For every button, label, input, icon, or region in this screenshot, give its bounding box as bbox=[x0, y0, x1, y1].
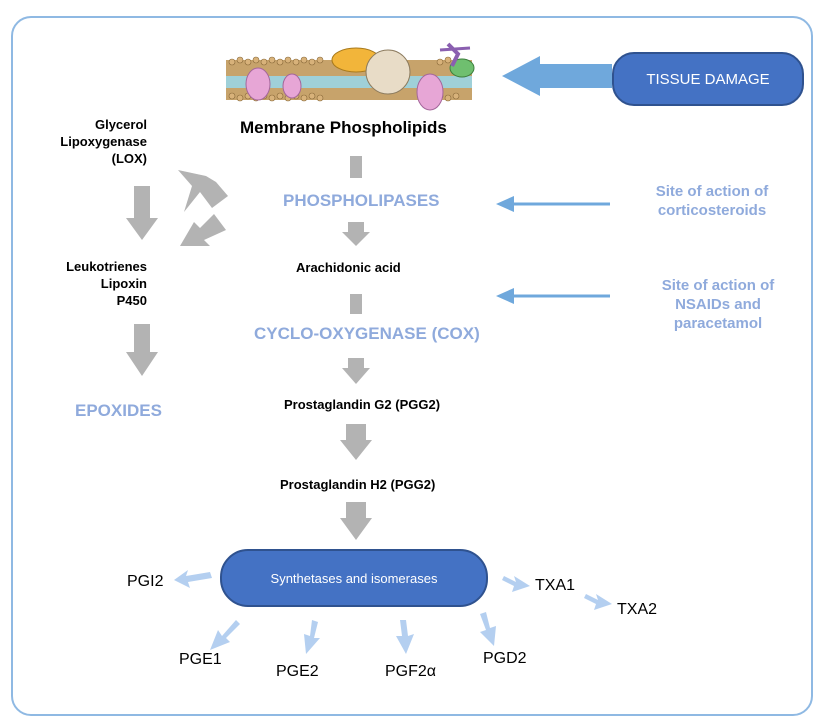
pgg2-label: Prostaglandin G2 (PGG2) bbox=[284, 397, 441, 412]
product-pgf2a: PGF2α bbox=[385, 663, 437, 680]
drug-site-arrows bbox=[496, 196, 610, 304]
tissue-damage-box: TISSUE DAMAGE bbox=[612, 52, 804, 106]
product-pge2: PGE2 bbox=[276, 663, 319, 680]
tissue-damage-label: TISSUE DAMAGE bbox=[646, 70, 770, 88]
tissue-damage-arrow bbox=[502, 56, 612, 96]
membrane-label: Membrane Phospholipids bbox=[240, 118, 447, 137]
pgh2-label: Prostaglandin H2 (PGG2) bbox=[280, 477, 436, 492]
synthetases-label: Synthetases and isomerases bbox=[270, 570, 438, 586]
product-txa1: TXA1 bbox=[535, 577, 576, 594]
synthetases-box: Synthetases and isomerases bbox=[220, 549, 488, 607]
product-txa2: TXA2 bbox=[617, 601, 658, 618]
epoxides-label: EPOXIDES bbox=[75, 401, 162, 420]
center-gray-arrows bbox=[340, 156, 372, 540]
nsaids-site-label: Site of action of NSAIDs and paracetamol bbox=[661, 277, 775, 332]
membrane-illustration bbox=[226, 42, 475, 111]
lox-products-label: Leukotrienes Lipoxin P450 bbox=[66, 259, 147, 308]
cox-label: CYCLO-OXYGENASE (COX) bbox=[254, 324, 480, 343]
diagram-frame bbox=[11, 16, 813, 716]
lox-enzyme-label: Glycerol Lipoxygenase (LOX) bbox=[60, 117, 147, 166]
product-pgi2: PGI2 bbox=[127, 573, 164, 590]
product-arrows bbox=[174, 570, 612, 654]
phospholipases-label: PHOSPHOLIPASES bbox=[283, 191, 440, 210]
arachidonic-acid-label: Arachidonic acid bbox=[296, 260, 401, 275]
product-pgd2: PGD2 bbox=[483, 650, 527, 667]
product-pge1: PGE1 bbox=[179, 651, 222, 668]
corticosteroids-site-label: Site of action of corticosteroids bbox=[655, 183, 769, 219]
lox-gray-arrows bbox=[126, 170, 228, 376]
